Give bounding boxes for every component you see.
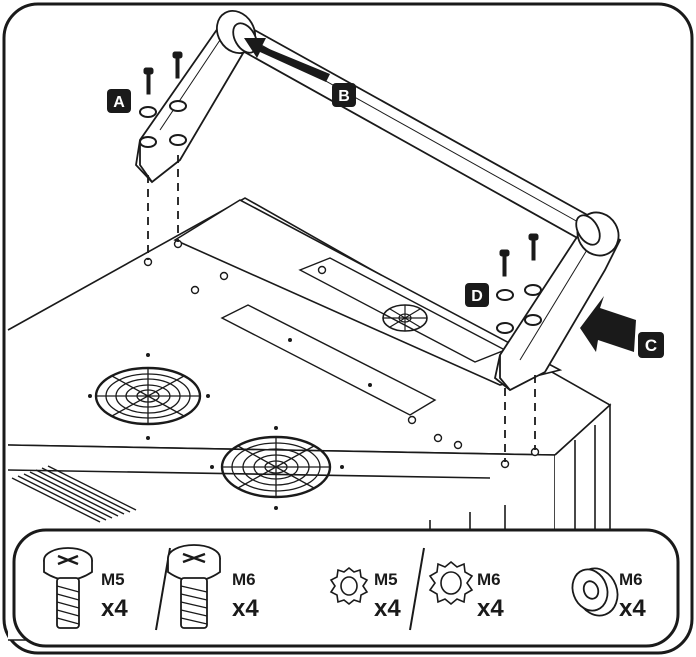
screw-holes [143,239,540,469]
lock-washer-icon [496,284,542,334]
part-m6-screw: M6 x4 [167,544,259,629]
part-quantity: x4 [101,595,128,622]
screw-icon [167,544,221,629]
svg-text:C: C [645,336,657,355]
fan-grille-icon [220,435,332,499]
lock-washer-icon [139,100,187,148]
mounting-holes [88,338,372,510]
arrow-icon [580,296,636,352]
front-vent [11,465,137,523]
flat-washer-icon [571,567,619,617]
part-quantity: x4 [232,595,259,622]
part-m6-flat-washer: M6 x4 [571,567,646,622]
separator [409,547,425,631]
svg-text:A: A [113,94,125,111]
part-label: M6 [619,570,643,589]
part-m6-lock-washer: M6 x4 [428,560,504,622]
part-label: M5 [374,570,398,589]
part-quantity: x4 [619,595,646,622]
screw-icon [43,547,93,629]
fan-grille-icon [94,366,202,426]
lock-washer-icon [329,566,369,606]
callout-d: D [465,283,489,307]
callout-b: B [332,83,356,107]
arrow-icon [244,38,330,82]
svg-text:D: D [471,288,483,305]
dashed-guides [147,155,536,462]
part-label: M6 [477,570,501,589]
screw-icon [499,233,539,277]
part-label: M5 [101,570,125,589]
screw-icon [143,51,183,95]
svg-text:B: B [338,88,350,105]
part-label: M6 [232,570,256,589]
callout-c: C [638,332,664,358]
part-m5-screw: M5 x4 [43,547,128,629]
callout-a: A [107,89,131,113]
cable-grommet [382,304,428,332]
part-m5-lock-washer: M5 x4 [329,566,401,622]
part-quantity: x4 [374,595,401,622]
lock-washer-icon [428,560,474,606]
part-quantity: x4 [477,595,504,622]
middle-plate [220,304,437,416]
